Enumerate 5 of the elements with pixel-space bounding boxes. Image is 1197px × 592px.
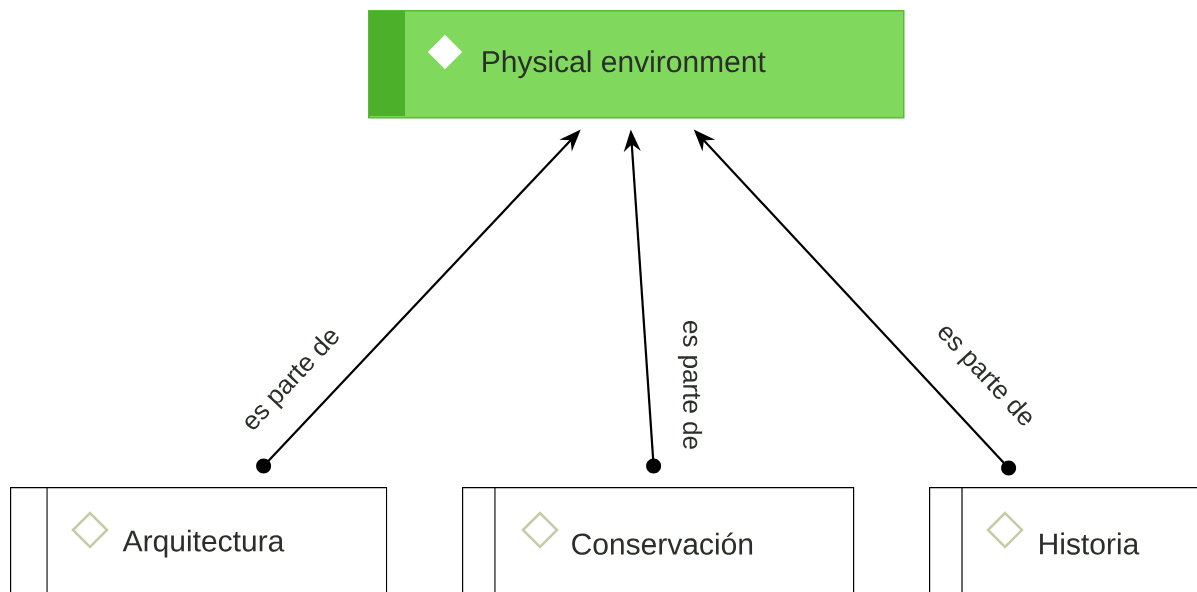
concept-box: Physical environment — [368, 10, 905, 119]
concept-box: Conservación — [462, 486, 855, 592]
concept-box: Arquitectura — [10, 486, 388, 592]
concept-box: Historia — [929, 486, 1197, 592]
edge-label: es parte de — [677, 321, 703, 449]
